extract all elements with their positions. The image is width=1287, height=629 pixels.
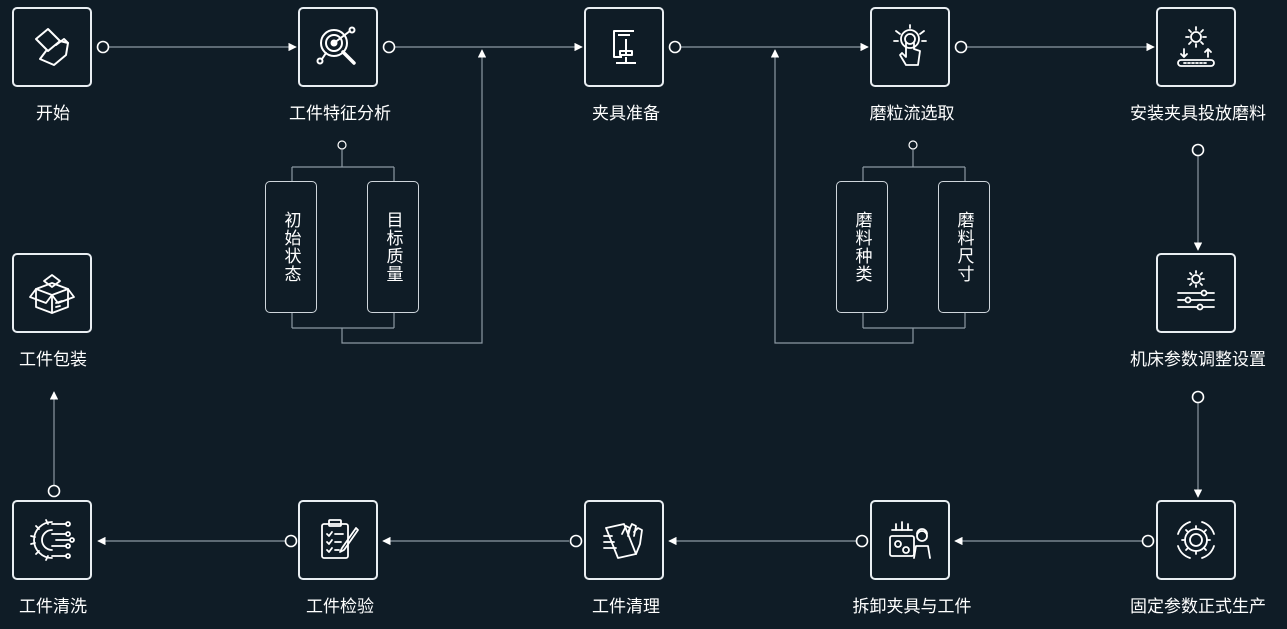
port-circle [382,40,396,54]
node-clean [584,500,664,580]
step-label-pack: 工件包装 [19,350,87,370]
node-analysis [298,7,378,87]
connector-grain-feedback [770,49,914,344]
step-label-install: 安装夹具投放磨料 [1130,104,1266,124]
node-grain [870,7,950,87]
touch-select-icon [893,24,927,66]
port-circle [96,40,110,54]
port-circle [855,534,869,548]
analysis-subitem-target-quality: 目标质量 [367,181,419,313]
port-circle-small [908,140,918,150]
port-circle [569,534,583,548]
port-circle-small [337,140,347,150]
hand-paper-icon [35,28,69,66]
step-label-params: 机床参数调整设置 [1130,350,1266,370]
magnifier-analysis-icon [316,26,356,65]
step-label-analysis: 工件特征分析 [289,104,391,124]
node-production [1156,500,1236,580]
node-params [1156,253,1236,333]
clipboard-check-icon [321,519,359,559]
port-circle [1191,143,1205,157]
analysis-subitem-initial-state: 初始状态 [265,181,317,313]
clamp-icon [613,30,636,64]
step-label-start: 开始 [36,104,70,124]
step-label-inspect: 工件检验 [306,597,374,617]
step-label-wash: 工件清洗 [19,597,87,617]
port-circle [284,534,298,548]
grain-subitem-abrasive-type: 磨料种类 [836,181,888,313]
port-circle [668,40,682,54]
node-dismount [870,500,950,580]
step-label-grain: 磨粒流选取 [869,104,955,124]
port-circle [1191,390,1205,404]
step-label-fixture: 夹具准备 [592,104,660,124]
gear-circuit-icon [30,519,75,561]
node-install [1156,7,1236,87]
node-start [12,7,92,87]
worker-machine-icon [889,521,931,559]
node-wash [12,500,92,580]
gear-conveyor-icon [1177,26,1215,67]
package-box-icon [29,274,75,314]
step-label-production: 固定参数正式生产 [1130,597,1266,617]
step-label-dismount: 拆卸夹具与工件 [852,597,972,617]
node-fixture [584,7,664,87]
node-inspect [298,500,378,580]
cleaning-hand-icon [603,523,643,559]
connector-analysis-feedback [341,49,487,344]
port-circle [954,40,968,54]
step-label-clean: 工件清理 [592,597,660,617]
node-pack [12,253,92,333]
port-circle [1141,534,1155,548]
grain-subitem-abrasive-size: 磨料尺寸 [938,181,990,313]
settings-sliders-icon [1177,270,1215,311]
port-circle [47,484,61,498]
gear-cycle-icon [1177,521,1215,559]
